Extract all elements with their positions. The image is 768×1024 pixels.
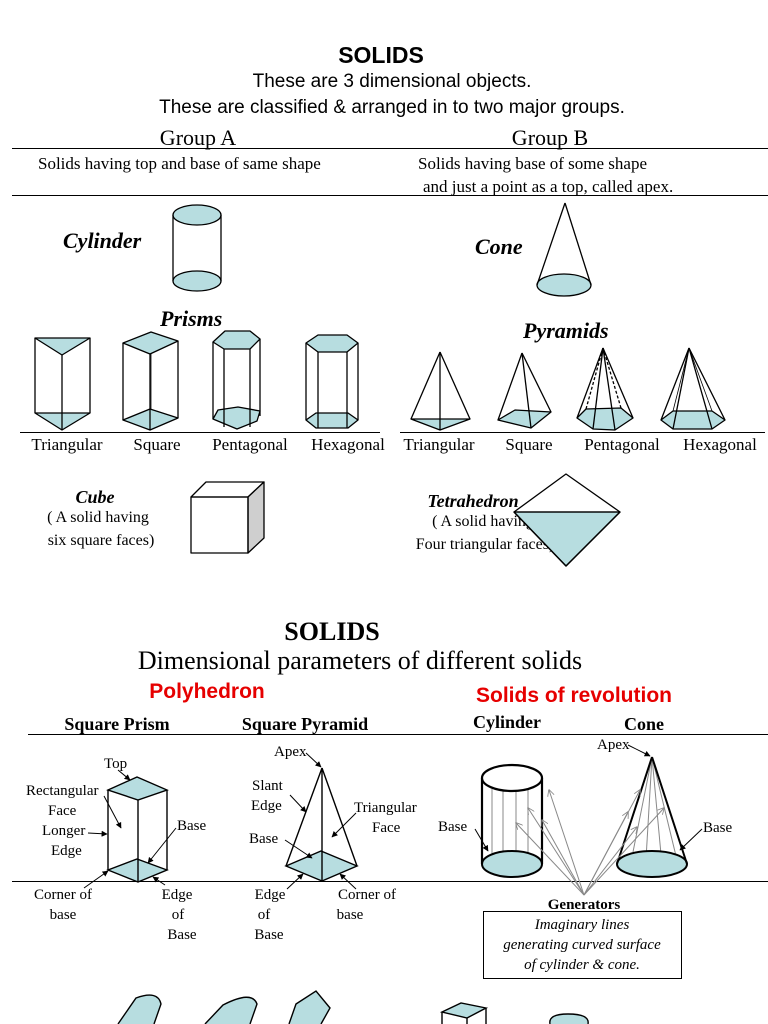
cube-desc-2: six square faces)	[47, 532, 155, 549]
generators-note-2: generating curved surface	[503, 937, 661, 953]
cylinder-base-label: Base	[438, 819, 468, 835]
polyhedron-heading: Polyhedron	[149, 680, 265, 703]
pyramid-apex-label: Apex	[274, 744, 307, 760]
param-cylinder	[474, 763, 544, 878]
header-rule-bottom	[12, 195, 768, 196]
group-b-description-1: Solids having base of some shape	[418, 154, 647, 173]
prism-edge-label-2: of	[171, 907, 185, 923]
column-cone: Cone	[624, 714, 664, 734]
cube-desc-1: ( A solid having	[47, 509, 149, 526]
column-cylinder: Cylinder	[472, 712, 542, 732]
prism-type-hexagonal: Hexagonal	[311, 435, 385, 454]
column-square-prism: Square Prism	[64, 714, 170, 734]
prism-edge-label-3: Base	[167, 927, 197, 943]
prism-longer-edge-label-2: Edge	[51, 843, 82, 859]
generators-note-3: of cylinder & cone.	[524, 957, 640, 973]
group-a-description: Solids having top and base of same shape	[38, 154, 321, 173]
pyramid-tri-face-label-2: Face	[372, 820, 401, 836]
page1-subtitle-1: These are 3 dimensional objects.	[252, 71, 532, 92]
prism-top-label: Top	[104, 756, 128, 772]
prisms-label: Prisms	[160, 306, 223, 331]
generators-note-box	[483, 911, 682, 979]
revolution-heading: Solids of revolution	[475, 684, 673, 707]
page1-subtitle-2: These are classified & arranged in to tw…	[159, 97, 625, 118]
pyramid-type-triangular: Triangular	[403, 435, 475, 454]
pyramid-corner-label-1: Corner of	[338, 887, 396, 903]
pyramid-type-pentagonal: Pentagonal	[584, 435, 660, 454]
tetrahedron-desc-2: Four triangular faces)	[415, 536, 555, 553]
triangular-prism-figure	[34, 337, 91, 431]
generator-arrows	[516, 790, 664, 896]
pyramid-slant-label-2: Edge	[251, 798, 282, 814]
tetrahedron-desc-1: ( A solid having	[432, 513, 534, 530]
prism-longer-edge-label-1: Longer	[42, 823, 86, 839]
pyramid-edge-label-3: Base	[254, 927, 284, 943]
page2-subtitle: Dimensional parameters of different soli…	[137, 646, 583, 675]
page2-title: SOLIDS	[284, 617, 380, 646]
pyramid-tri-face-label-1: Triangular	[354, 800, 417, 816]
prism-type-triangular: Triangular	[31, 435, 103, 454]
page2-base-rule	[12, 881, 768, 882]
pyramid-type-hexagonal: Hexagonal	[683, 435, 757, 454]
square-pyramid-figure	[497, 352, 552, 429]
cube-figure	[190, 481, 265, 554]
header-rule-top	[12, 148, 768, 149]
hexagonal-prism-figure	[305, 334, 359, 429]
pyramid-slant-label-1: Slant	[252, 778, 283, 794]
prism-type-pentagonal: Pentagonal	[212, 435, 288, 454]
pyramids-label: Pyramids	[523, 318, 609, 343]
generators-note-1: Imaginary lines	[534, 917, 630, 933]
tetrahedron-figure	[513, 473, 621, 567]
param-cone	[616, 744, 703, 878]
prism-edge-label-1: Edge	[161, 887, 193, 903]
pentagonal-pyramid-figure	[576, 347, 634, 431]
pentagonal-prism-figure	[212, 330, 261, 430]
generators-label: Generators	[547, 897, 621, 913]
pyramid-edge-label-1: Edge	[254, 887, 286, 903]
tetrahedron-label: Tetrahedron	[427, 491, 519, 511]
hexagonal-pyramid-figure	[660, 347, 726, 430]
prism-rect-face-label-1: Rectangular	[26, 783, 99, 799]
prism-corner-label-1: Corner of	[34, 887, 92, 903]
page1-title: SOLIDS	[338, 42, 424, 68]
cone-base-label: Base	[703, 820, 733, 836]
page2-header-rule	[28, 734, 768, 735]
cone-apex-label: Apex	[597, 737, 630, 753]
bottom-partial-figures	[117, 990, 589, 1024]
prism-base-label: Base	[177, 818, 207, 834]
param-square-pyramid	[284, 752, 359, 890]
cylinder-label: Cylinder	[63, 228, 142, 253]
pyramid-type-square: Square	[505, 435, 553, 454]
pyramid-corner-label-2: base	[336, 907, 364, 923]
square-prism-figure	[122, 331, 179, 431]
pyramid-edge-label-2: of	[257, 907, 271, 923]
prism-corner-label-2: base	[49, 907, 77, 923]
group-b-heading: Group B	[511, 125, 589, 150]
triangular-pyramid-figure	[410, 351, 471, 431]
prism-baseline	[20, 432, 380, 433]
param-square-prism	[83, 769, 177, 889]
cone-figure	[536, 202, 592, 297]
column-square-pyramid: Square Pyramid	[241, 714, 369, 734]
pyramid-base-label: Base	[249, 831, 279, 847]
cone-label: Cone	[475, 234, 523, 259]
cylinder-figure	[172, 204, 222, 292]
cube-label: Cube	[75, 487, 115, 507]
group-b-description-2: and just a point as a top, called apex.	[423, 177, 674, 196]
prism-type-square: Square	[133, 435, 181, 454]
prism-rect-face-label-2: Face	[48, 803, 77, 819]
group-a-heading: Group A	[159, 125, 237, 150]
pyramid-baseline	[400, 432, 765, 433]
